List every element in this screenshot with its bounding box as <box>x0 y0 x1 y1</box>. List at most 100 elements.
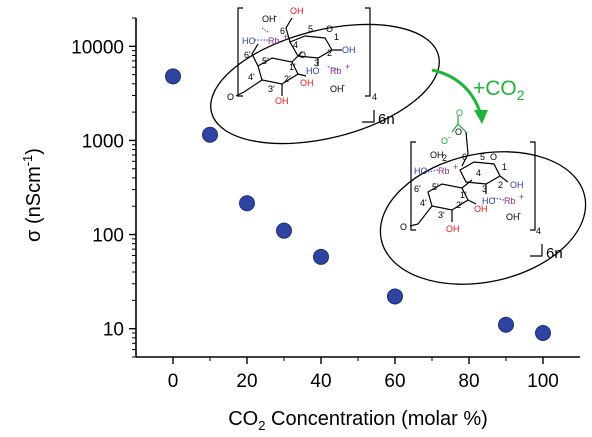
struct-top-label: 3' <box>268 84 275 94</box>
struct-bottom-label: O <box>400 222 407 232</box>
x-tick-label: 60 <box>384 371 405 392</box>
struct-bottom-repeat-sub: 4 <box>536 226 541 236</box>
struct-bottom-label: 3 <box>482 184 487 194</box>
struct-bottom-label: OH <box>506 212 520 222</box>
repeat-label-bottom: 6n <box>546 245 563 262</box>
struct-bottom-label: HO <box>482 196 496 206</box>
struct-top-repeat-sub: 4 <box>372 92 377 102</box>
data-point <box>313 248 329 265</box>
struct-bottom-label: OH <box>430 150 444 160</box>
struct-top-label: HO <box>242 36 256 46</box>
ellipse-top <box>210 23 440 145</box>
struct-top-label: - <box>274 11 277 21</box>
struct-bottom-label: 1 <box>502 162 507 172</box>
x-axis-title: CO2 Concentration (molar %) <box>228 408 488 433</box>
link-top <box>291 51 303 63</box>
struct-top-label: HO <box>306 66 320 76</box>
data-point <box>165 68 181 85</box>
struct-top-label: OH <box>300 78 314 88</box>
struct-bottom-label: - <box>518 208 521 218</box>
struct-bottom-label: 5' <box>432 182 439 192</box>
struct-top-label: + <box>345 62 350 72</box>
struct-top-label: Rb <box>268 36 280 46</box>
ch2-top <box>285 17 293 43</box>
struct-bottom-label: 6 <box>462 152 467 162</box>
bracket-left-top <box>237 7 243 97</box>
rb-dots-top <box>254 27 339 71</box>
bracket-right-bottom <box>530 141 536 231</box>
struct-bottom-label: 6' <box>414 184 421 194</box>
struct-bottom-label: HO <box>414 166 428 176</box>
y-tick-label: 10000 <box>71 37 124 58</box>
data-point <box>276 222 292 239</box>
bracket-right-top <box>365 7 371 97</box>
struct-top-label: Rb <box>330 66 342 76</box>
struct-top-label: 2 <box>327 48 332 58</box>
carbonate-bonds <box>451 116 467 133</box>
structure-top: OH OH - 6 5 1 HO Rb + O O 4 2 OH 6' 5' 1… <box>210 6 440 145</box>
struct-bottom-label: 5 <box>480 152 485 162</box>
struct-top-label: O <box>326 24 333 34</box>
ticks <box>129 17 544 364</box>
y-axis-title: σ (nScm-1) <box>20 148 45 242</box>
struct-top-label: 3 <box>314 58 319 68</box>
repeat-bracket-top <box>362 110 375 123</box>
repeat-bracket-bottom <box>530 244 543 257</box>
ellipse-bottom <box>379 151 587 285</box>
carbonate-link <box>465 131 469 155</box>
struct-bottom-label: 2 <box>442 153 447 163</box>
o-link-left-bottom <box>409 205 433 227</box>
struct-bottom-label: 2' <box>456 200 463 210</box>
struct-bottom-label: OH <box>510 180 524 190</box>
y-tick-label: 1000 <box>82 131 124 152</box>
struct-bottom-label: 4' <box>420 198 427 208</box>
x-tick-label: 0 <box>168 371 179 392</box>
struct-top-label: 2' <box>284 74 291 84</box>
struct-top-label: OH <box>262 14 276 24</box>
struct-top-label: 4' <box>248 72 255 82</box>
struct-top-label: 5 <box>308 24 313 34</box>
struct-top-label: 1' <box>289 62 296 72</box>
reaction-arrow-head <box>474 110 488 124</box>
x-tick-label: 20 <box>236 371 257 392</box>
struct-top-label: 6' <box>244 50 251 60</box>
struct-bottom-label: 2 <box>498 180 503 190</box>
x-tick-label: 100 <box>527 371 559 392</box>
x-tick-label: 80 <box>458 371 479 392</box>
struct-bottom-label: + <box>519 192 524 202</box>
o-link-left-top <box>235 79 263 97</box>
struct-top-label: O <box>299 50 306 60</box>
oh-bonds-top <box>281 49 342 96</box>
reaction-arrow-curve <box>431 68 482 113</box>
struct-bottom-label: Rb <box>504 196 516 206</box>
struct-bottom-label: OH <box>474 204 488 214</box>
reaction-label: +CO2 <box>473 77 525 103</box>
data-point <box>535 324 551 341</box>
struct-top-label: OH <box>275 96 289 106</box>
struct-top-label: OH <box>330 84 344 94</box>
data-point <box>202 126 218 143</box>
struct-top-label: O <box>227 92 234 102</box>
data-point <box>498 316 514 333</box>
struct-bottom-label: O <box>456 108 463 118</box>
struct-bottom-label: OH <box>446 224 460 234</box>
data-point <box>387 288 403 305</box>
struct-bottom-label: 4 <box>476 168 481 178</box>
struct-top-label: OH <box>342 45 356 55</box>
repeat-label-top: 6n <box>378 111 395 128</box>
ch2-left-top <box>251 43 259 67</box>
data-point <box>239 195 255 212</box>
link-bottom <box>461 153 473 189</box>
struct-bottom-label: + <box>453 162 458 172</box>
y-tick-label: 100 <box>92 226 124 247</box>
struct-top-label: 4 <box>293 40 298 50</box>
struct-top-label: 1 <box>334 32 339 42</box>
struct-bottom-label: O <box>455 127 462 137</box>
struct-top-label: + <box>283 32 288 42</box>
reaction-arrow: +CO2 <box>431 68 525 124</box>
struct-bottom-label: Rb <box>438 166 450 176</box>
struct-bottom-label: - <box>448 132 451 142</box>
struct-top-label: OH <box>290 6 304 16</box>
